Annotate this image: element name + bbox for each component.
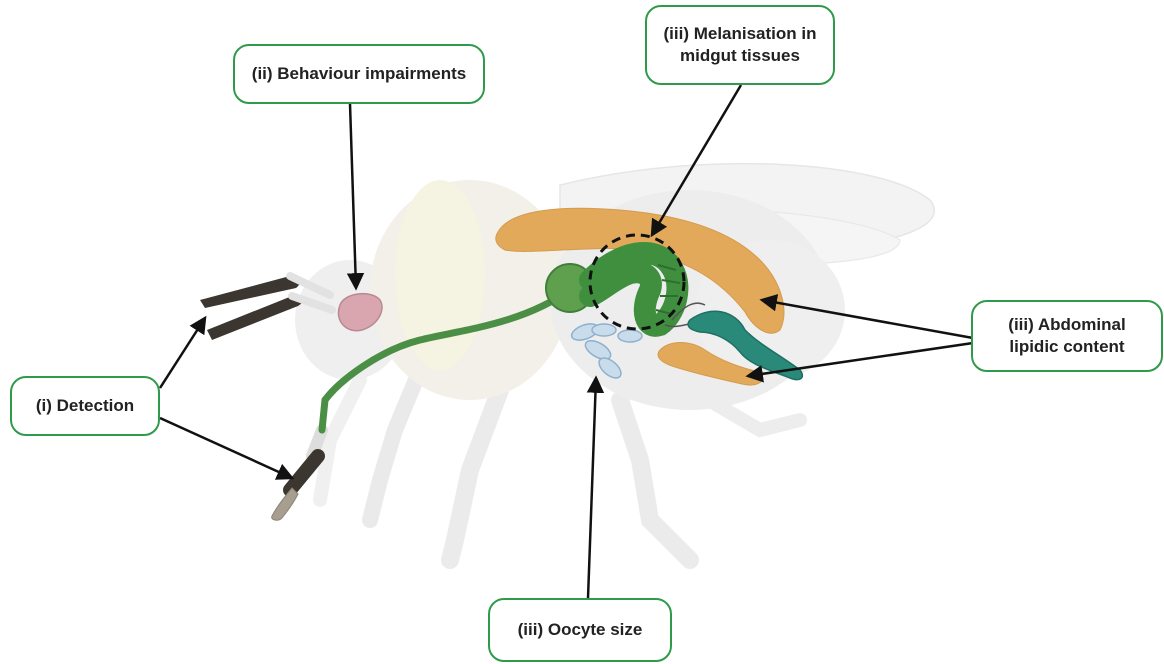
- arrow-oocyte: [588, 378, 596, 598]
- oocyte-label-box: (iii) Oocyte size: [488, 598, 672, 662]
- abdominal-label-box: (iii) Abdominal lipidic content: [971, 300, 1163, 372]
- arrow-detection-proboscis: [160, 418, 292, 478]
- oocyte-label: (iii) Oocyte size: [518, 619, 643, 641]
- behaviour-label-box: (ii) Behaviour impairments: [233, 44, 485, 104]
- behaviour-label: (ii) Behaviour impairments: [252, 63, 466, 85]
- melanisation-label: (iii) Melanisation in midgut tissues: [663, 23, 816, 67]
- arrow-detection-antenna: [160, 318, 205, 388]
- abdominal-label: (iii) Abdominal lipidic content: [1008, 314, 1125, 358]
- leg-shape: [450, 390, 500, 560]
- proboscis-icon: [272, 430, 322, 520]
- melanisation-label-box: (iii) Melanisation in midgut tissues: [645, 5, 835, 85]
- leg-shape: [620, 400, 690, 560]
- detection-label-box: (i) Detection: [10, 376, 160, 436]
- detection-label: (i) Detection: [36, 395, 134, 417]
- leg-shape: [370, 370, 420, 520]
